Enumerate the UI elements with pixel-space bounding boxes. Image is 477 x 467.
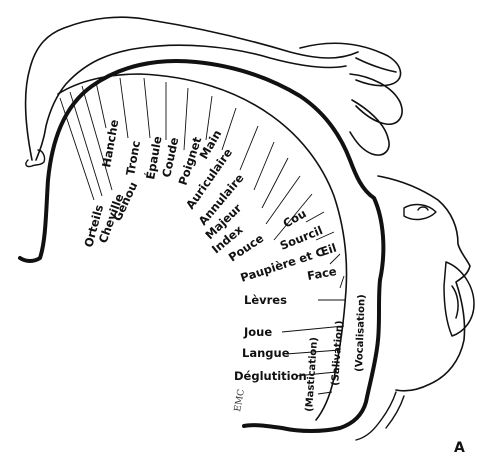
function-labels: (Vocalisation) (Salivation) (Mastication… [304,294,368,412]
label-mastication: (Mastication) [304,337,320,412]
mouth-drawing [444,262,474,336]
foot-drawing [26,150,45,167]
label-face: Face [306,264,338,283]
panel-label: A [454,440,465,456]
body-part-labels: Orteils Cheville Genou Hanche Tronc Épau… [81,118,338,383]
label-tronc: Tronc [123,139,143,176]
label-joue: Joue [243,325,272,339]
throat-drawing [356,392,404,440]
label-langue: Langue [242,346,290,360]
label-salivation: (Salivation) [330,320,346,386]
label-cou: Cou [281,206,309,230]
eye-drawing [404,205,436,220]
label-vocalisation: (Vocalisation) [354,294,368,372]
emc-logo: EMC [233,388,247,412]
face-drawing [378,176,470,391]
label-deglutition: Déglutition [234,369,307,383]
hand-drawing [300,43,402,155]
label-levres: Lèvres [244,293,287,307]
label-hanche: Hanche [99,118,121,168]
